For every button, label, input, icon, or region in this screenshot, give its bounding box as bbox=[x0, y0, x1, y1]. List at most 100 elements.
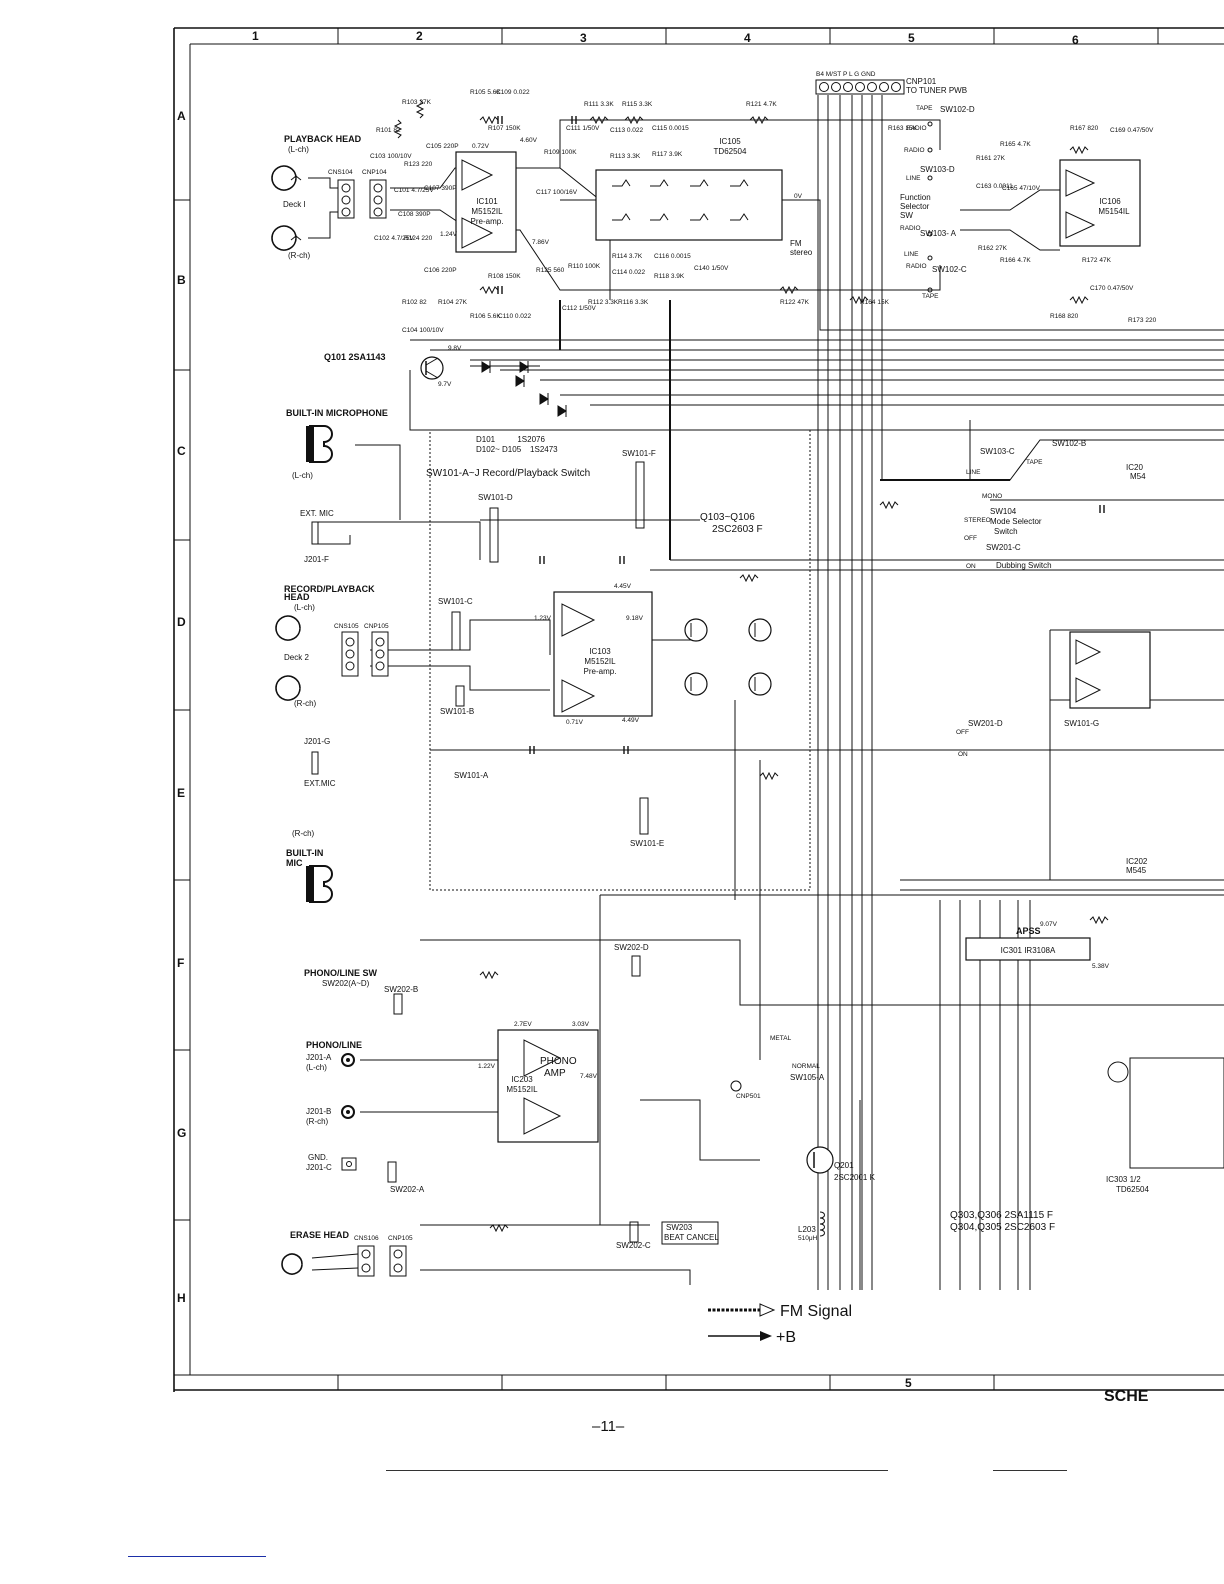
part-label: R105 5.6K bbox=[470, 89, 501, 96]
part-label: C116 0.0015 bbox=[654, 253, 691, 260]
ic103-name: IC103 bbox=[589, 647, 611, 656]
column-labels-top: 1 2 3 4 5 6 bbox=[252, 29, 1079, 47]
metal-label: METAL bbox=[770, 1035, 792, 1042]
erase-head-section: ERASE HEAD CNS106 CNP105 bbox=[281, 1230, 413, 1277]
ic203-voltage: 1.22V bbox=[478, 1063, 496, 1070]
column-label: 6 bbox=[1072, 33, 1079, 47]
j201c-label: J201-C bbox=[306, 1163, 332, 1172]
rec-play-head-label: RECORD/PLAYBACK bbox=[284, 584, 375, 594]
switch-radio: RADIO bbox=[906, 263, 927, 270]
q101-voltage: 9.7V bbox=[438, 381, 452, 388]
sw104-label: SW104 bbox=[990, 507, 1017, 516]
sw105a-label: SW105-A bbox=[790, 1073, 825, 1082]
sw103c-label: SW103-C bbox=[980, 447, 1015, 456]
q304-q305-label: Q304,Q305 2SC2603 F bbox=[950, 1222, 1055, 1233]
switch-radio: RADIO bbox=[906, 125, 927, 132]
row-label: B bbox=[177, 273, 186, 287]
ic106-type: M5154IL bbox=[1098, 207, 1130, 216]
part-label: R111 3.3K bbox=[584, 101, 614, 108]
footer-rule bbox=[386, 1470, 888, 1471]
part-label: R123 220 bbox=[404, 161, 433, 168]
column-label: 5 bbox=[908, 31, 915, 45]
sw202c-label: SW202-C bbox=[616, 1241, 651, 1250]
ic103-type: M5152IL bbox=[584, 657, 616, 666]
apss-label: APSS bbox=[1016, 926, 1041, 936]
cns104-label: CNS104 bbox=[328, 169, 353, 176]
ic203-phono-amp: IC203 M5152IL PHONO AMP 2.7EV 3.03V 7.48… bbox=[478, 1021, 599, 1143]
parts-labels-row-a: R103 27K R101 82 C105 220P C103 100/10V … bbox=[370, 89, 1154, 242]
part-label: C113 0.022 bbox=[610, 127, 644, 134]
phono-section: PHONO/LINE SW SW202(A~D) SW202-B PHONO/L… bbox=[304, 943, 651, 1250]
part-label: R102 82 bbox=[402, 299, 427, 306]
switch-off: OFF bbox=[964, 535, 977, 542]
part-label: R104 27K bbox=[438, 299, 468, 306]
j201g-label: J201-G bbox=[304, 737, 330, 746]
column-label: 3 bbox=[580, 31, 587, 45]
cnp106-label: CNP105 bbox=[388, 1235, 413, 1242]
q101-voltage: 9.8V bbox=[448, 345, 462, 352]
part-label: C169 0.47/50V bbox=[1110, 127, 1154, 134]
fm-stereo-label: stereo bbox=[790, 248, 813, 257]
sw202a-label: SW202-A bbox=[390, 1185, 425, 1194]
j201b-channel: (R-ch) bbox=[306, 1117, 329, 1126]
cnp101-label: CNP101 bbox=[906, 77, 937, 86]
builtin-mic2-label: MIC bbox=[286, 858, 303, 868]
sw101e-label: SW101-E bbox=[630, 839, 664, 848]
part-label: R161 27K bbox=[976, 155, 1006, 162]
ic103-preamp: IC103 M5152IL Pre-amp. 0.71V 4.49V 9.18V… bbox=[534, 583, 653, 726]
part-label: R114 3.7K bbox=[612, 253, 643, 260]
fm-stereo-label: FM bbox=[790, 239, 802, 248]
ic201-name: IC20 bbox=[1126, 463, 1143, 472]
plus-b-arrow-icon bbox=[708, 1331, 772, 1341]
ic105-type: TD62504 bbox=[714, 147, 747, 156]
ic203-name: IC203 bbox=[511, 1075, 533, 1084]
ic103-voltage: 9.18V bbox=[626, 615, 644, 622]
ext-mic-rch-section: J201-G EXT.MIC (R-ch) BUILT-IN MIC SW101… bbox=[286, 737, 664, 903]
rec-play-head-label: HEAD bbox=[284, 592, 310, 602]
part-label: R172 47K bbox=[1082, 257, 1112, 264]
ic203-function: PHONO bbox=[540, 1056, 577, 1067]
part-label: R124 220 bbox=[404, 235, 433, 242]
legend: FM Signal +B bbox=[708, 1303, 852, 1346]
sw201d-label: SW201-D bbox=[968, 719, 1003, 728]
sw101-title: SW101-A~J Record/Playback Switch bbox=[426, 468, 590, 479]
l203-label: L203 bbox=[798, 1225, 816, 1234]
part-label: C163 0.0011 bbox=[976, 183, 1013, 190]
switch-on: ON bbox=[966, 563, 976, 570]
row-label: C bbox=[177, 444, 186, 458]
ic202-type: M545 bbox=[1126, 866, 1147, 875]
switch-line: LINE bbox=[906, 175, 921, 182]
q103-q106-label: Q103~Q106 bbox=[700, 512, 755, 523]
rch2-label: (R-ch) bbox=[292, 829, 315, 838]
part-label: R101 82 bbox=[376, 127, 401, 134]
row-label: H bbox=[177, 1291, 186, 1305]
switch-stereo: STEREO bbox=[964, 517, 991, 524]
sw101g-label: SW101-G bbox=[1064, 719, 1099, 728]
part-label: C110 0.022 bbox=[498, 313, 532, 320]
q303-q306-label: Q303,Q306 2SA1115 F bbox=[950, 1210, 1053, 1221]
bias-osc-section: Q201 2SC2001 K SW203 BEAT CANCEL METAL N… bbox=[661, 1035, 876, 1245]
mode-selector-label: Switch bbox=[994, 527, 1018, 536]
j201a-label: J201-A bbox=[306, 1053, 332, 1062]
builtin-mic-channel: (L-ch) bbox=[292, 471, 313, 480]
part-label: R113 3.3K bbox=[610, 153, 641, 160]
page-number: –11– bbox=[592, 1418, 625, 1435]
ic103-voltage: 4.45V bbox=[614, 583, 632, 590]
apss-voltage: 5.38V bbox=[1092, 963, 1110, 970]
cns105-label: CNS105 bbox=[334, 623, 359, 630]
q201-label: Q201 bbox=[834, 1161, 854, 1170]
part-label: C107 390P bbox=[424, 185, 457, 192]
fm-signal-arrow-icon bbox=[708, 1303, 776, 1317]
part-label: C103 100/10V bbox=[370, 153, 412, 160]
parts-labels-row-b: C106 220P R108 150K R125 560 R110 100K R… bbox=[402, 245, 1157, 334]
builtin-mic2-label: BUILT-IN bbox=[286, 848, 323, 858]
ic201-type: M54 bbox=[1130, 472, 1146, 481]
j201a-channel: (L-ch) bbox=[306, 1063, 327, 1072]
switch-tape: TAPE bbox=[922, 293, 939, 300]
ic203-voltage: 2.7EV bbox=[514, 1021, 532, 1028]
switch-mono: MONO bbox=[982, 493, 1002, 500]
q103-q106-type: 2SC2603 F bbox=[712, 524, 763, 535]
legend-fm-signal: FM Signal bbox=[780, 1303, 852, 1320]
switch-radio: RADIO bbox=[904, 147, 925, 154]
sw103d-label: SW103-D bbox=[920, 165, 955, 174]
